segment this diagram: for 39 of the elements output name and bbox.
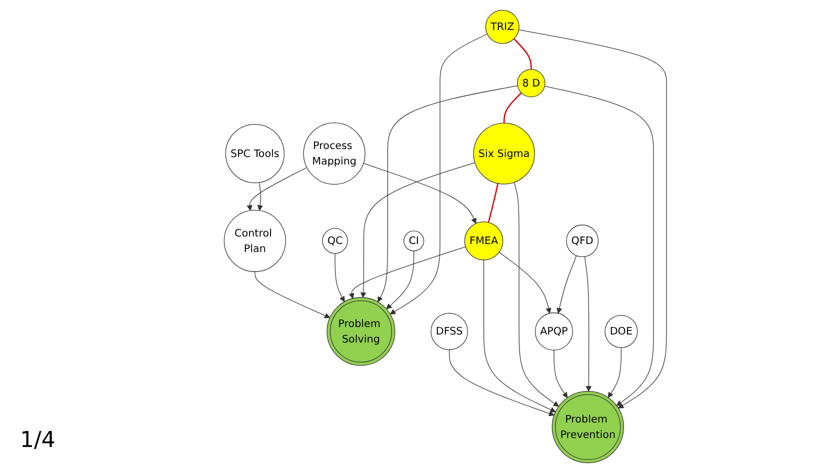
arrow: [556, 255, 576, 314]
node-circle: Six Sigma: [472, 122, 535, 184]
arrow: [513, 182, 559, 407]
arrow: [498, 252, 551, 314]
node-circle: QC: [322, 228, 348, 254]
connector: [503, 92, 522, 124]
arrow: [254, 271, 330, 318]
arrow: [362, 163, 476, 224]
arrow: [377, 85, 518, 302]
page-number: 1/4: [20, 428, 56, 453]
node-circle: APQP: [534, 312, 573, 350]
node-circle: Process Mapping: [302, 122, 366, 185]
node-circle: DFSS: [430, 312, 468, 350]
node-circle: Control Plan: [224, 210, 286, 272]
arrow: [553, 350, 568, 398]
arrow: [608, 347, 622, 398]
node-circle: SPC Tools: [224, 124, 284, 184]
arrow: [246, 167, 307, 211]
node-circle: QFD: [566, 224, 598, 258]
arrow: [544, 86, 654, 406]
arrow: [584, 256, 592, 392]
node-circle: FMEA: [464, 221, 503, 260]
node-circle: Problem Prevention: [552, 390, 624, 464]
arrow: [390, 34, 488, 314]
node-circle: DOE: [604, 314, 638, 348]
arrow: [334, 253, 344, 302]
node-circle: TRIZ: [485, 10, 520, 44]
arrow: [518, 30, 666, 408]
node-circle: 8 D: [516, 69, 545, 98]
arrow: [483, 260, 556, 412]
arrow: [257, 182, 263, 211]
arrow: [386, 250, 414, 310]
arrow: [360, 162, 475, 298]
node-circle: CI: [403, 230, 424, 252]
connector: [513, 38, 532, 70]
connector: [488, 183, 498, 223]
arrow: [348, 246, 466, 299]
arrow: [448, 349, 554, 416]
node-circle: Problem Solving: [326, 297, 395, 366]
